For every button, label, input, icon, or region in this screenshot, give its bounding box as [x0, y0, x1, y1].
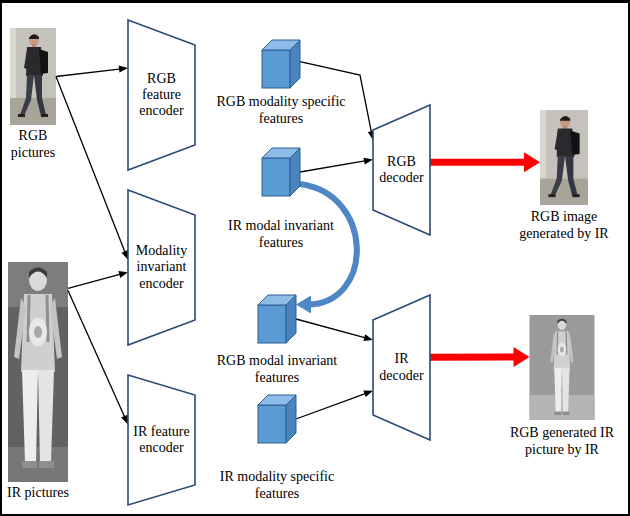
photo-caption: IR pictures — [2, 485, 74, 502]
arrow-head — [121, 415, 128, 425]
connector-line — [56, 77, 126, 254]
photo-frame — [540, 110, 588, 205]
block-label: RGB decoder — [375, 154, 429, 186]
arrow-head — [524, 152, 540, 172]
flow-arrow — [296, 391, 373, 419]
flow-arrow — [68, 291, 128, 425]
input-photo: IR pictures — [2, 262, 74, 502]
photo-caption: RGB generated IR picture by IR — [507, 425, 617, 458]
cube-face — [286, 295, 296, 343]
output-photo: RGB generated IR picture by IR — [507, 315, 617, 458]
flow-arrow — [300, 158, 373, 172]
flow-arrow — [296, 319, 373, 341]
feature-cube: IR modal invariant features — [214, 148, 348, 251]
connector-line — [68, 274, 121, 288]
connector-line — [300, 161, 366, 172]
feature-label: IR modal invariant features — [214, 218, 348, 251]
arrow-head — [363, 391, 373, 398]
cube-face — [258, 305, 286, 343]
output-photo: RGB image generated by IR — [514, 110, 614, 242]
feature-cube: IR modality specific features — [210, 395, 344, 502]
feature-cube: RGB modal invariant features — [210, 295, 344, 386]
feature-cube-icon — [262, 148, 300, 196]
feature-cube-icon — [258, 395, 296, 443]
encoder-trapezoid: IR feature encoder — [128, 375, 195, 505]
arrow-head — [296, 296, 311, 314]
decoder-trapezoid: RGB decoder — [373, 105, 430, 235]
text-box: IR feature encoder — [128, 375, 195, 505]
photo-frame — [10, 28, 56, 125]
photo-caption: RGB pictures — [6, 128, 60, 161]
input-photo: RGB pictures — [6, 28, 60, 161]
cube-face — [290, 148, 300, 196]
generated-rgb-photo — [540, 110, 588, 205]
trapezoid-shape — [128, 375, 195, 505]
trapezoid-shape — [128, 190, 195, 345]
photo-frame — [8, 262, 68, 482]
photo-caption: RGB image generated by IR — [514, 209, 614, 242]
block-label: Modality invariant encoder — [132, 243, 192, 291]
text-box: IR decoder — [373, 295, 430, 440]
text-box: Modality invariant encoder — [128, 190, 195, 345]
connector-line — [300, 184, 357, 305]
cube-face — [262, 50, 290, 88]
connector-line — [296, 319, 366, 338]
flow-arrow — [56, 66, 128, 77]
cube-face — [290, 40, 300, 88]
arrow-head — [363, 334, 373, 341]
arrow-head — [119, 66, 128, 73]
cube-face — [262, 158, 290, 196]
cube-face — [258, 405, 286, 443]
encoder-trapezoid: RGB feature encoder — [128, 20, 195, 170]
connector-line — [296, 393, 367, 419]
rgb-person-photo — [10, 28, 56, 125]
flow-arrow — [56, 77, 128, 260]
cube-face — [286, 395, 296, 443]
feature-label: RGB modal invariant features — [210, 353, 344, 386]
trapezoid-shape — [128, 20, 195, 170]
feature-label: IR modality specific features — [210, 469, 344, 502]
connector-line — [68, 291, 125, 419]
connector-line — [430, 159, 528, 166]
feature-cube-icon — [258, 295, 296, 343]
encoder-trapezoid: Modality invariant encoder — [128, 190, 195, 345]
arrow-head — [513, 347, 529, 367]
swap-arrow — [296, 184, 357, 314]
generate-arrow — [430, 152, 540, 172]
flow-arrow — [68, 271, 128, 288]
block-label: IR decoder — [375, 351, 429, 383]
feature-label: RGB modality specific features — [214, 94, 348, 127]
photo-frame — [530, 315, 595, 420]
decoder-trapezoid: IR decoder — [373, 295, 430, 440]
connector-line — [56, 69, 121, 77]
block-label: IR feature encoder — [132, 424, 192, 456]
block-label: RGB feature encoder — [132, 71, 192, 119]
ir-person-photo — [8, 262, 68, 482]
frame-top — [0, 0, 630, 3]
arrow-head — [118, 271, 128, 278]
trapezoid-shape — [373, 295, 430, 440]
feature-cube: RGB modality specific features — [214, 40, 348, 127]
arrow-head — [364, 158, 373, 165]
connector-line — [430, 354, 518, 361]
generated-ir-photo — [530, 315, 595, 420]
generate-arrow — [430, 347, 530, 367]
trapezoid-shape — [373, 105, 430, 235]
arrow-head — [121, 250, 128, 260]
feature-cube-icon — [262, 40, 300, 88]
text-box: RGB feature encoder — [128, 20, 195, 170]
text-box: RGB decoder — [373, 105, 430, 235]
